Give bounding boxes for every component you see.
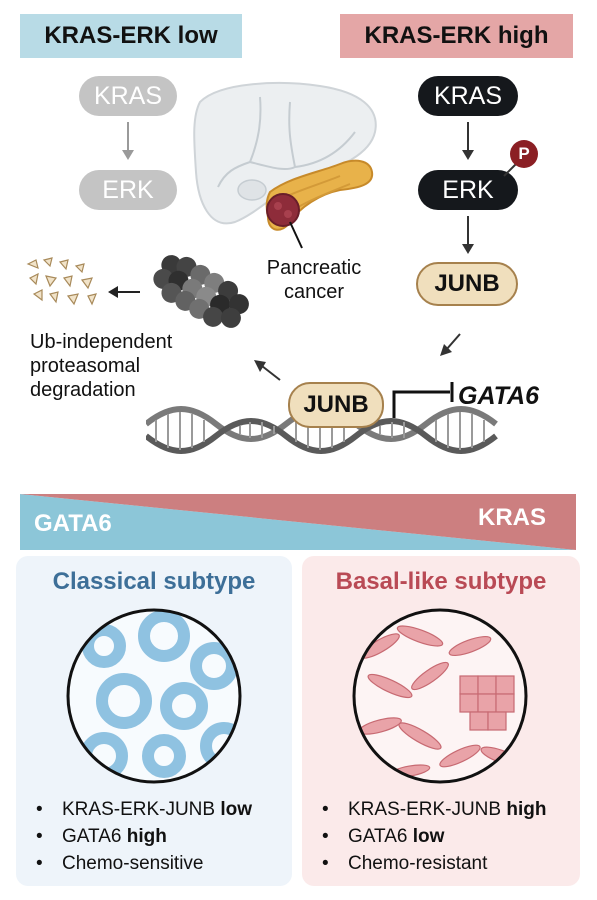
junb-high-pill: JUNB xyxy=(416,262,518,306)
low-arrow xyxy=(122,122,134,160)
classical-bullet-2: •GATA6 high xyxy=(36,826,167,847)
degradation-line1: Ub-independent xyxy=(30,331,173,353)
phospho-label: P xyxy=(518,144,530,163)
phospho-connector xyxy=(503,163,517,177)
junb-to-dna-arrow xyxy=(440,333,461,356)
classical-bullet-1: •KRAS-ERK-JUNB low xyxy=(36,799,253,820)
header-low-label: KRAS-ERK low xyxy=(44,22,218,49)
proteasome-icon xyxy=(153,255,249,328)
classical-panel: Classical subtype •KRAS-ERK-JUNB low •GA… xyxy=(16,556,292,886)
kras-low-label: KRAS xyxy=(93,81,163,110)
erk-low-pill: ERK xyxy=(79,170,177,210)
degradation-line3: degradation xyxy=(30,379,136,401)
junb-dna-pill: JUNB xyxy=(288,382,384,428)
tumor-shape xyxy=(266,193,300,227)
organ-label-line2: cancer xyxy=(283,281,345,303)
high-arrow-1 xyxy=(462,122,474,160)
gata6-gradient-text: GATA6 xyxy=(34,510,112,537)
proteasome-body xyxy=(153,255,249,328)
degradation-label: Ub-independent proteasomal degradation xyxy=(30,330,172,402)
basal-bullets: •KRAS-ERK-JUNB high •GATA6 low •Chemo-re… xyxy=(322,796,546,877)
basal-bullet-2: •GATA6 low xyxy=(322,826,445,847)
dna-to-proteasome-arrow xyxy=(254,360,281,381)
basal-tissue-circle xyxy=(352,608,528,784)
erk-high-label: ERK xyxy=(442,175,494,204)
gradient-wedges xyxy=(20,494,576,550)
header-high-label: KRAS-ERK high xyxy=(364,22,549,49)
classical-bullets: •KRAS-ERK-JUNB low •GATA6 high •Chemo-se… xyxy=(36,796,252,877)
peptide-fragments-icon xyxy=(26,257,97,306)
kras-wedge xyxy=(20,494,576,550)
kras-low-pill: KRAS xyxy=(79,76,177,116)
high-arrow-2 xyxy=(462,216,474,254)
degradation-line2: proteasomal xyxy=(30,355,141,377)
gradient-gata6-label: GATA6 xyxy=(34,510,112,538)
junb-dna-label: JUNB xyxy=(303,391,369,418)
classical-tissue-circle xyxy=(66,608,242,784)
pancreatic-cancer-label: Pancreatic cancer xyxy=(246,256,382,304)
basal-panel: Basal-like subtype •KRAS-ERK-JUNB high •… xyxy=(302,556,580,886)
gata6-gene-text: GATA6 xyxy=(458,382,540,410)
kras-gradient-text: KRAS xyxy=(478,504,547,531)
liver-pancreas-illustration xyxy=(193,82,377,249)
gradient-kras-label: KRAS xyxy=(478,504,546,532)
classical-title-text: Classical subtype xyxy=(52,568,256,595)
degradation-arrow xyxy=(108,286,140,298)
basal-bullet-1: •KRAS-ERK-JUNB high xyxy=(322,799,547,820)
basal-title: Basal-like subtype xyxy=(302,568,580,596)
classical-bullet-3: •Chemo-sensitive xyxy=(36,853,204,874)
basal-title-text: Basal-like subtype xyxy=(335,568,547,595)
inhibition-symbol xyxy=(392,382,454,418)
erk-low-label: ERK xyxy=(102,175,154,204)
junb-high-label: JUNB xyxy=(434,270,500,297)
kras-high-pill: KRAS xyxy=(418,76,518,116)
erk-high-pill: ERK xyxy=(418,170,518,210)
basal-bullet-3: •Chemo-resistant xyxy=(322,853,488,874)
kras-high-label: KRAS xyxy=(433,81,503,110)
gata6-gene-label: GATA6 xyxy=(458,382,539,411)
header-kras-erk-low: KRAS-ERK low xyxy=(20,14,242,58)
organ-label-line1: Pancreatic xyxy=(266,257,362,279)
header-kras-erk-high: KRAS-ERK high xyxy=(340,14,573,58)
classical-title: Classical subtype xyxy=(16,568,292,596)
phospho-badge: P xyxy=(510,140,538,168)
